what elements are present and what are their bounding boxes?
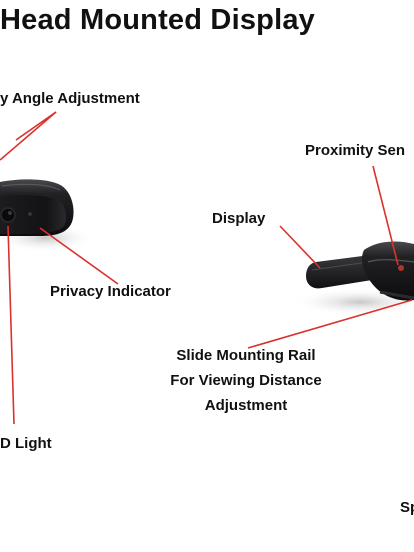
- device-right: [290, 241, 414, 316]
- device-left: [0, 179, 95, 252]
- label-speaker: Sp: [400, 499, 414, 516]
- label-slide-rail-line2: For Viewing Distance: [170, 372, 322, 389]
- page-title: Head Mounted Display: [0, 4, 315, 36]
- label-led-light: D Light: [0, 435, 52, 452]
- hinge-line: [367, 259, 414, 263]
- device-left-highlight: [1, 183, 61, 191]
- device-right-body: [361, 241, 414, 301]
- callout-angle-2: [15, 111, 57, 141]
- callout-privacy: [39, 227, 119, 285]
- callout-slide-rail: [247, 299, 413, 349]
- label-privacy-indicator: Privacy Indicator: [50, 283, 171, 300]
- label-slide-rail-line1: Slide Mounting Rail: [176, 347, 316, 364]
- label-display-angle: y Angle Adjustment: [0, 90, 140, 107]
- callout-angle-1: [0, 111, 57, 161]
- proximity-sensor-dot: [398, 265, 404, 271]
- device-left-face: [0, 195, 66, 234]
- callout-display: [279, 225, 321, 269]
- slide-mounting-rail: [379, 290, 414, 300]
- callout-proximity: [372, 165, 399, 266]
- label-display: Display: [212, 210, 266, 227]
- label-slide-rail-line3: Adjustment: [204, 397, 288, 414]
- label-proximity-sensor: Proximity Sen: [305, 142, 406, 159]
- lens-glint: [8, 211, 12, 215]
- camera-lens-icon: [0, 207, 16, 223]
- privacy-indicator-dot: [28, 212, 32, 216]
- callout-led: [7, 225, 15, 425]
- callout-lines: [0, 111, 413, 425]
